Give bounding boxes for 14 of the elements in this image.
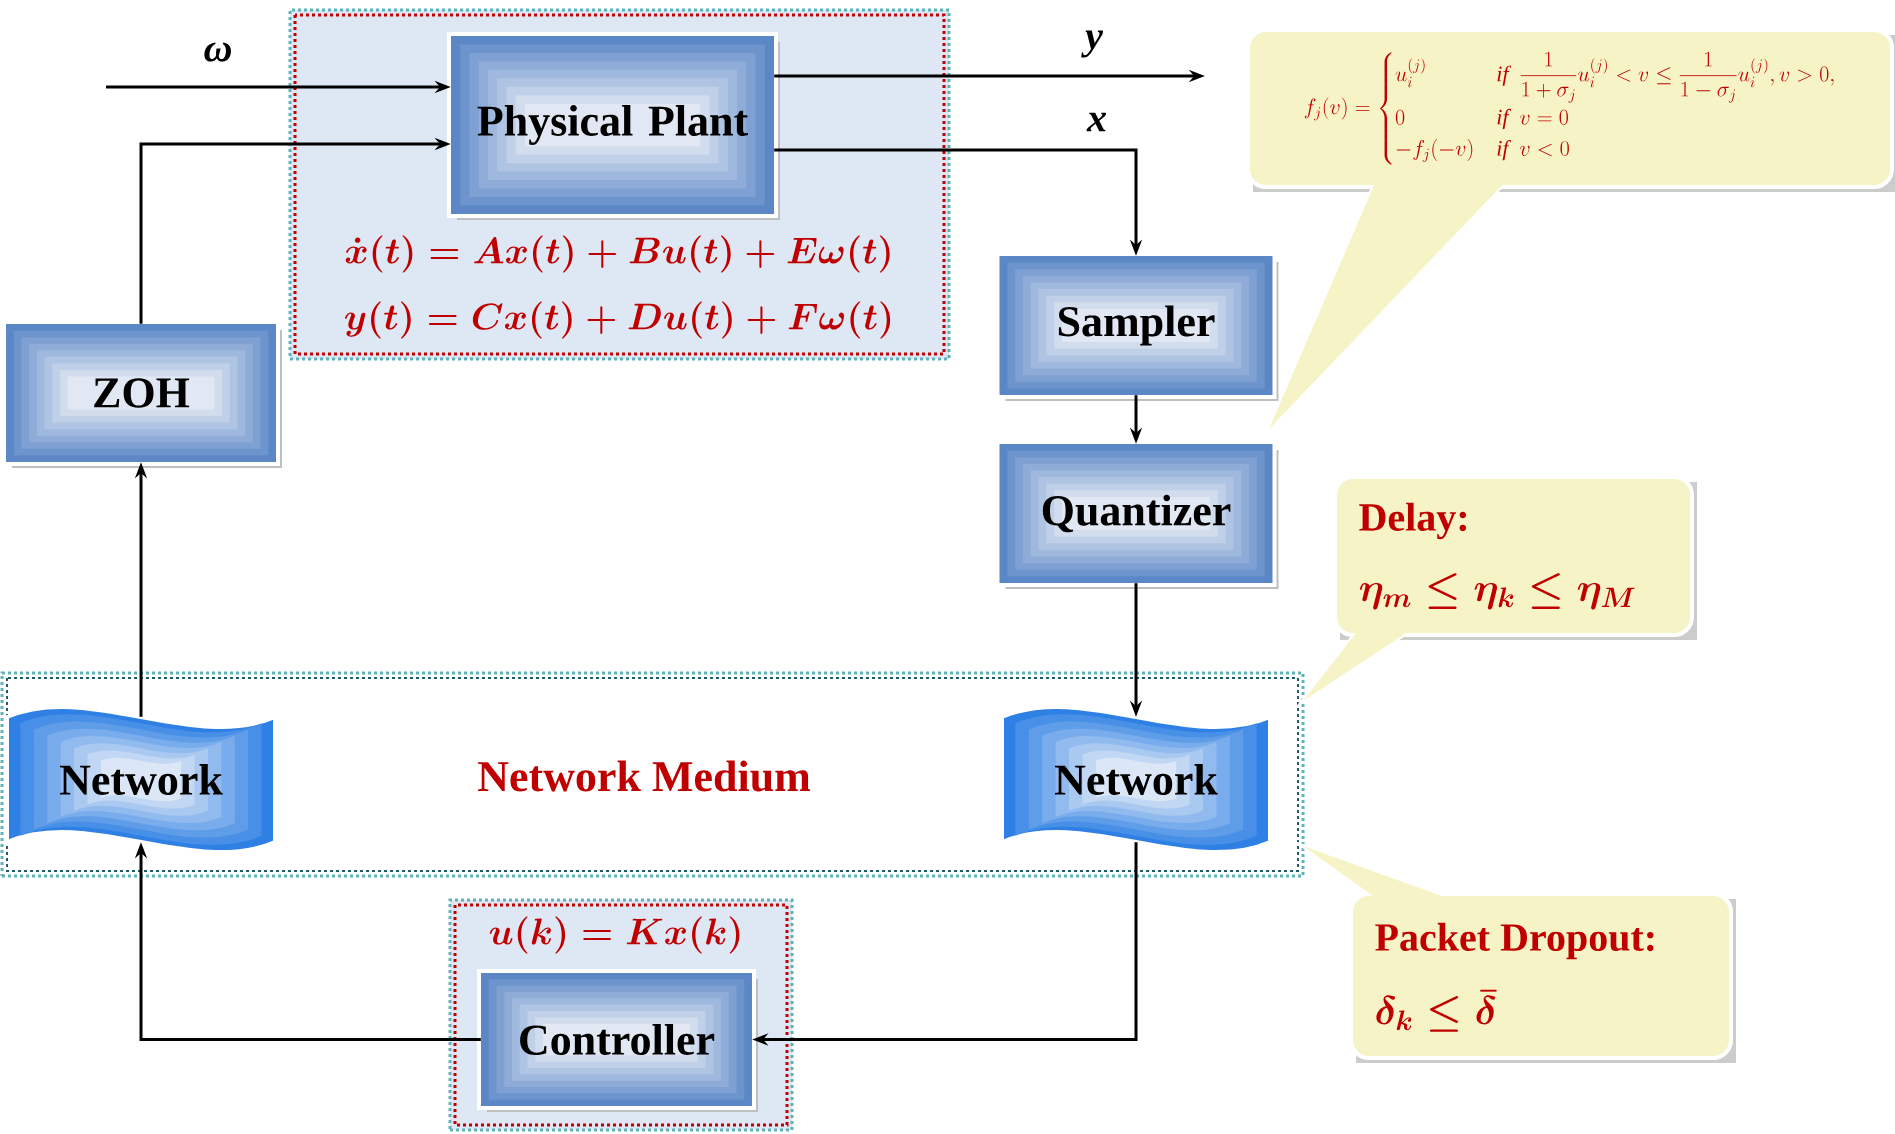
network-flag: Network bbox=[5, 705, 277, 854]
band-label: Network Medium bbox=[478, 760, 811, 792]
process-box: Controller bbox=[477, 969, 758, 1112]
process-box: ZOH bbox=[2, 320, 282, 468]
process-box: Sampler bbox=[995, 252, 1279, 401]
equation: $y(t) = Cx(t) + Du(t) + F\omega(t)$ bbox=[345, 301, 891, 339]
edge-label: x bbox=[1086, 112, 1107, 132]
edge-label: ω bbox=[204, 42, 231, 62]
process-box: Quantizer bbox=[995, 440, 1279, 589]
network-flag: Network bbox=[1000, 705, 1272, 854]
edge-label: y bbox=[1081, 30, 1103, 58]
equation: $u(k) = Kx(k)$ bbox=[489, 916, 740, 954]
process-box: Physical Plant bbox=[447, 32, 780, 220]
equation: $\dot{x}(t) = Ax(t) + Bu(t) + E\omega(t)$ bbox=[345, 235, 890, 273]
